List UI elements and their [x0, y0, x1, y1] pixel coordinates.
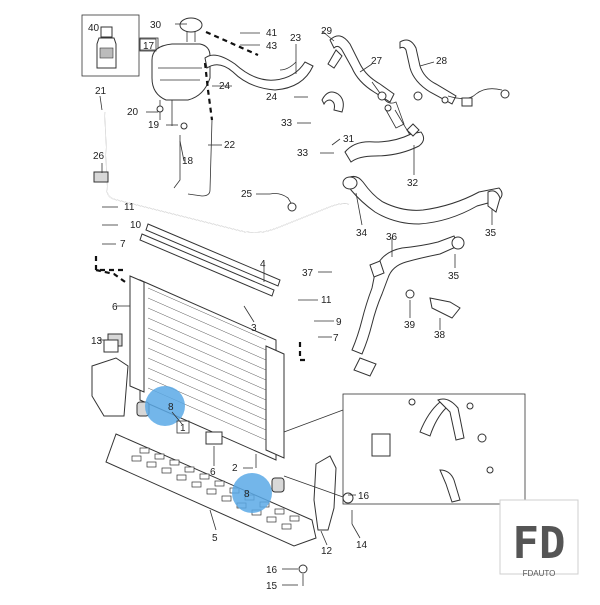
callout-1: 1: [180, 423, 186, 434]
callout-30: 30: [150, 20, 162, 31]
callout-31: 31: [343, 134, 355, 145]
callout-41: 41: [266, 28, 278, 39]
hose-32: [344, 123, 425, 163]
hose-assembly-27: [327, 35, 411, 136]
hose-23: [204, 54, 314, 91]
callout-11: 11: [321, 295, 332, 306]
callout-3: 3: [251, 323, 257, 334]
callout-14: 14: [356, 540, 368, 551]
callout-2: 2: [232, 463, 238, 474]
callout-34: 34: [356, 228, 368, 239]
callout-38: 38: [434, 330, 446, 341]
callout-labels: 40 17 30 41 43 23 29 27 28 21 24 24 20 1…: [88, 20, 497, 592]
callout-16: 16: [358, 491, 370, 502]
callout-28: 28: [436, 56, 448, 67]
expansion-tank: [139, 17, 211, 130]
hose-34: [342, 176, 503, 225]
callout-6: 6: [112, 302, 118, 313]
seal-strips: [139, 223, 281, 297]
callout-35: 35: [485, 228, 497, 239]
callout-39: 39: [404, 320, 416, 331]
callout-10: 10: [130, 220, 142, 231]
callout-27: 27: [371, 56, 383, 67]
callout-25: 25: [241, 189, 253, 200]
detail-inset: [342, 393, 526, 505]
callout-33: 33: [281, 118, 293, 129]
callout-22: 22: [224, 140, 236, 151]
callout-35: 35: [448, 271, 460, 282]
callout-21: 21: [95, 86, 107, 97]
air-deflector: [105, 433, 317, 547]
callout-11: 11: [124, 202, 135, 213]
callout-13: 13: [91, 336, 103, 347]
fdauto-logo: FD FDAUTO: [499, 499, 579, 578]
hose-36: [351, 235, 465, 377]
callout-5: 5: [212, 533, 218, 544]
callout-7: 7: [333, 333, 339, 344]
callout-36: 36: [386, 232, 398, 243]
callout-40: 40: [88, 23, 100, 34]
callout-18: 18: [182, 156, 194, 167]
callout-15: 15: [266, 581, 278, 592]
callout-37: 37: [302, 268, 314, 279]
callout-6: 6: [210, 467, 216, 478]
callout-16: 16: [266, 565, 278, 576]
hose-28: [399, 39, 510, 107]
callout-8: 8: [244, 489, 250, 500]
callout-19: 19: [148, 120, 160, 131]
highlight-marker: [232, 473, 272, 513]
callout-4: 4: [260, 259, 266, 270]
callout-33: 33: [297, 148, 309, 159]
callout-26: 26: [93, 151, 105, 162]
callout-20: 20: [127, 107, 139, 118]
callout-43: 43: [266, 41, 278, 52]
logo-caption: FDAUTO: [523, 569, 556, 578]
callout-9: 9: [336, 317, 342, 328]
callout-7: 7: [120, 239, 126, 250]
callout-32: 32: [407, 178, 419, 189]
callout-24: 24: [219, 81, 231, 92]
callout-24: 24: [266, 92, 278, 103]
callout-12: 12: [321, 546, 333, 557]
callout-17: 17: [143, 41, 155, 52]
callout-8: 8: [168, 402, 174, 413]
callout-23: 23: [290, 33, 302, 44]
logo-mark: FD: [513, 518, 566, 569]
callout-29: 29: [321, 26, 333, 37]
coolant-bottle-inset: [81, 14, 140, 77]
